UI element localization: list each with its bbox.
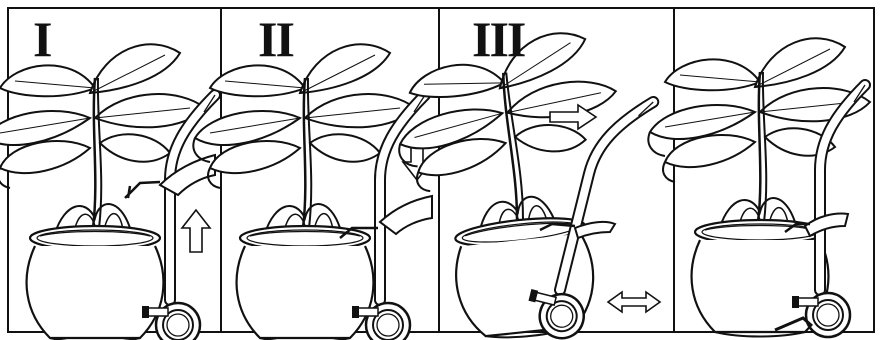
foot-pedal-illustration: [573, 220, 617, 240]
kickstand-illustration: [774, 316, 813, 332]
clamp-wire-illustration: [339, 226, 378, 239]
panel-2: [192, 43, 433, 340]
foot-pedal-illustration: [803, 212, 850, 238]
panel-4: [647, 37, 872, 337]
clamp-wire-illustration: [539, 222, 576, 232]
panel-3: [387, 26, 661, 340]
step-numeral-3: III: [472, 11, 526, 67]
clamp-wire-illustration: [784, 222, 810, 234]
clamp-wire-illustration: [124, 180, 161, 199]
hand-illustration: [378, 194, 433, 236]
step-numeral-1: I: [33, 11, 53, 67]
step-numeral-2: II: [258, 11, 295, 67]
